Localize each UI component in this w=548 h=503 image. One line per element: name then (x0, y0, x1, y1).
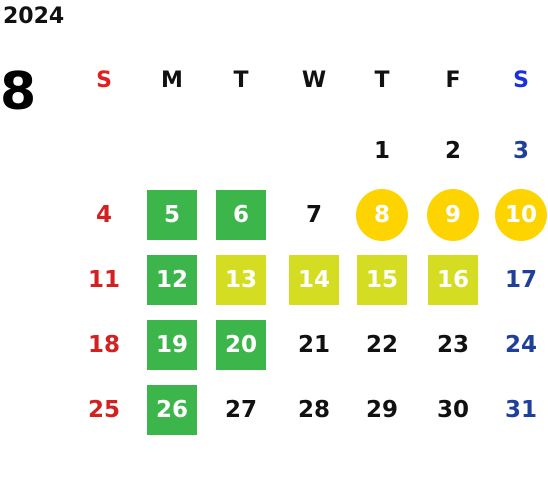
day-cell-2[interactable]: 2 (444, 138, 461, 164)
day-cell-18[interactable]: 18 (87, 332, 120, 358)
weekday-header-saturday: S (513, 68, 529, 93)
weekday-header-thursday: T (374, 68, 390, 93)
day-cell-12[interactable]: 12 (147, 255, 197, 305)
day-cell-15[interactable]: 15 (357, 255, 407, 305)
day-cell-1[interactable]: 1 (373, 138, 390, 164)
day-cell-22[interactable]: 22 (365, 332, 398, 358)
day-cell-16[interactable]: 16 (428, 255, 478, 305)
weekday-header-wednesday: W (301, 68, 327, 93)
day-cell-21[interactable]: 21 (297, 332, 330, 358)
weekday-header-sunday: S (96, 68, 112, 93)
day-cell-19[interactable]: 19 (147, 320, 197, 370)
year-label: 2024 (3, 4, 65, 29)
day-cell-4[interactable]: 4 (95, 202, 112, 228)
day-cell-28[interactable]: 28 (297, 397, 330, 423)
day-cell-24[interactable]: 24 (504, 332, 537, 358)
day-cell-23[interactable]: 23 (436, 332, 469, 358)
day-cell-27[interactable]: 27 (224, 397, 257, 423)
day-cell-8[interactable]: 8 (356, 189, 408, 241)
day-cell-30[interactable]: 30 (436, 397, 469, 423)
day-cell-3[interactable]: 3 (512, 138, 529, 164)
day-cell-29[interactable]: 29 (365, 397, 398, 423)
day-cell-31[interactable]: 31 (504, 397, 537, 423)
day-cell-13[interactable]: 13 (216, 255, 266, 305)
day-cell-20[interactable]: 20 (216, 320, 266, 370)
day-cell-25[interactable]: 25 (87, 397, 120, 423)
day-cell-11[interactable]: 11 (87, 267, 120, 293)
day-cell-10[interactable]: 10 (495, 189, 547, 241)
weekday-header-tuesday: T (233, 68, 249, 93)
weekday-header-monday: M (161, 68, 183, 93)
day-cell-26[interactable]: 26 (147, 385, 197, 435)
day-cell-9[interactable]: 9 (427, 189, 479, 241)
day-cell-6[interactable]: 6 (216, 190, 266, 240)
day-cell-7[interactable]: 7 (305, 202, 322, 228)
day-cell-17[interactable]: 17 (504, 267, 537, 293)
weekday-header-friday: F (445, 68, 461, 93)
day-cell-14[interactable]: 14 (289, 255, 339, 305)
day-cell-5[interactable]: 5 (147, 190, 197, 240)
month-number: 8 (0, 62, 37, 122)
